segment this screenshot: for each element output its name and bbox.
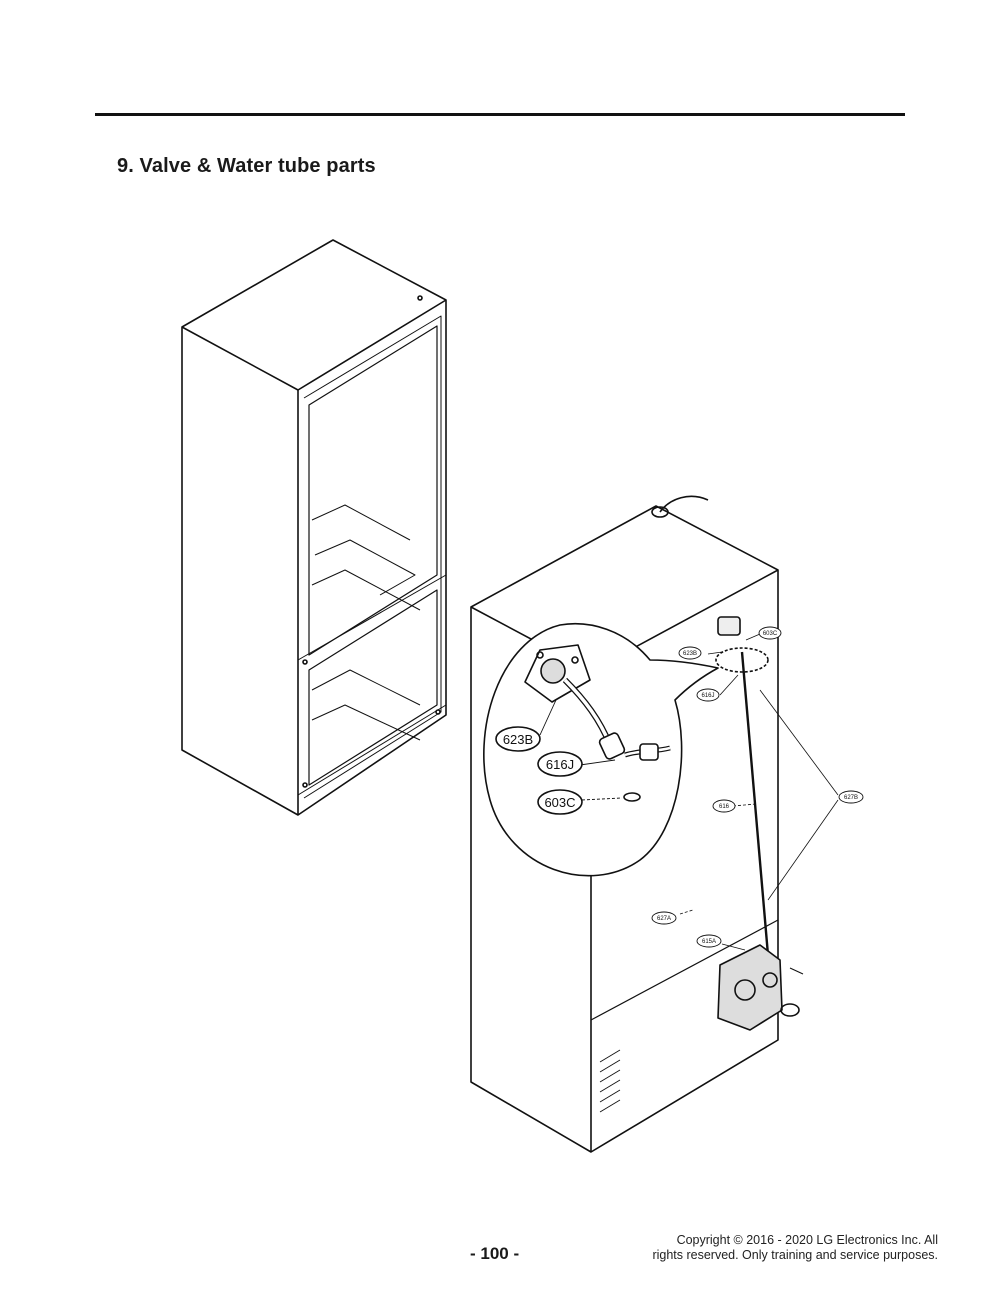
callout-small-627B: 627B <box>844 795 858 801</box>
page-number: - 100 - <box>470 1244 520 1263</box>
callout-small-627A: 627A <box>657 916 671 922</box>
callout-small-623B: 623B <box>683 651 697 657</box>
page-title: 9. Valve & Water tube parts <box>117 155 376 177</box>
callout-small-616: 616 <box>719 804 730 810</box>
copyright-line-2: rights reserved. Only training and servi… <box>652 1248 938 1262</box>
copyright-line-1: Copyright © 2016 - 2020 LG Electronics I… <box>676 1233 938 1247</box>
refrigerator-front-view <box>181 239 447 816</box>
callout-603C: 603C <box>544 795 575 810</box>
callout-small-603C: 603C <box>763 631 778 637</box>
callout-616J: 616J <box>546 757 574 772</box>
header-rule <box>95 113 905 116</box>
callout-623B: 623B <box>503 732 533 747</box>
callout-small-616J: 616J <box>701 693 714 699</box>
zoom-callouts <box>495 726 583 815</box>
zoom-detail-bubble <box>483 622 719 877</box>
callout-small-615A: 615A <box>702 939 716 945</box>
copyright-notice: Copyright © 2016 - 2020 LG Electronics I… <box>652 1233 938 1263</box>
